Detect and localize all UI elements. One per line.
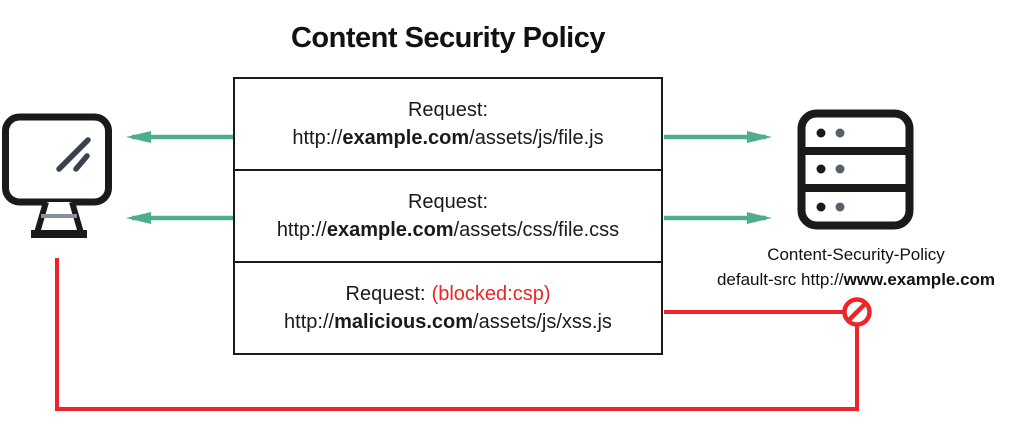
arrow-to-server-js <box>664 131 772 143</box>
url-prefix: http:// <box>276 219 327 241</box>
request-label: Request: <box>408 188 488 216</box>
request-label: Request:(blocked:csp) <box>346 280 551 308</box>
policy-directive-domain: www.example.com <box>843 270 996 289</box>
request-url: http://example.com/assets/css/file.css <box>277 216 619 244</box>
request-label-text: Request: <box>407 191 489 213</box>
request-label-text: Request: <box>345 283 426 305</box>
request-box: Request: http://example.com/assets/js/fi… <box>233 77 663 355</box>
request-label-text: Request: <box>407 99 489 121</box>
url-path: /assets/js/file.js <box>469 127 604 149</box>
url-prefix: http:// <box>292 127 343 149</box>
request-row-blocked: Request:(blocked:csp) http://malicious.c… <box>235 261 661 353</box>
arrow-to-client-js <box>126 131 233 143</box>
policy-directive-prefix: default-src http:// <box>716 270 844 289</box>
server-policy-label: Content-Security-Policy default-src http… <box>688 242 1024 292</box>
url-prefix: http:// <box>284 311 335 333</box>
blocked-note: (blocked:csp) <box>431 283 551 305</box>
url-path: /assets/css/file.css <box>453 219 620 241</box>
monitor-icon <box>2 113 112 238</box>
request-row-js: Request: http://example.com/assets/js/fi… <box>235 79 661 169</box>
no-entry-icon <box>842 297 872 327</box>
request-url: http://example.com/assets/js/file.js <box>292 124 603 152</box>
server-icon <box>797 109 914 230</box>
url-path: /assets/js/xss.js <box>473 311 612 333</box>
request-label: Request: <box>408 96 488 124</box>
url-domain: malicious.com <box>334 311 474 333</box>
diagram-title: Content Security Policy <box>290 22 606 54</box>
arrow-to-server-css <box>664 212 772 224</box>
request-row-css: Request: http://example.com/assets/css/f… <box>235 169 661 261</box>
policy-directive: default-src http://www.example.com <box>688 267 1024 292</box>
url-domain: example.com <box>342 127 470 149</box>
policy-header: Content-Security-Policy <box>767 245 945 264</box>
request-url: http://malicious.com/assets/js/xss.js <box>284 308 612 336</box>
url-domain: example.com <box>326 219 454 241</box>
arrow-to-client-css <box>126 212 233 224</box>
